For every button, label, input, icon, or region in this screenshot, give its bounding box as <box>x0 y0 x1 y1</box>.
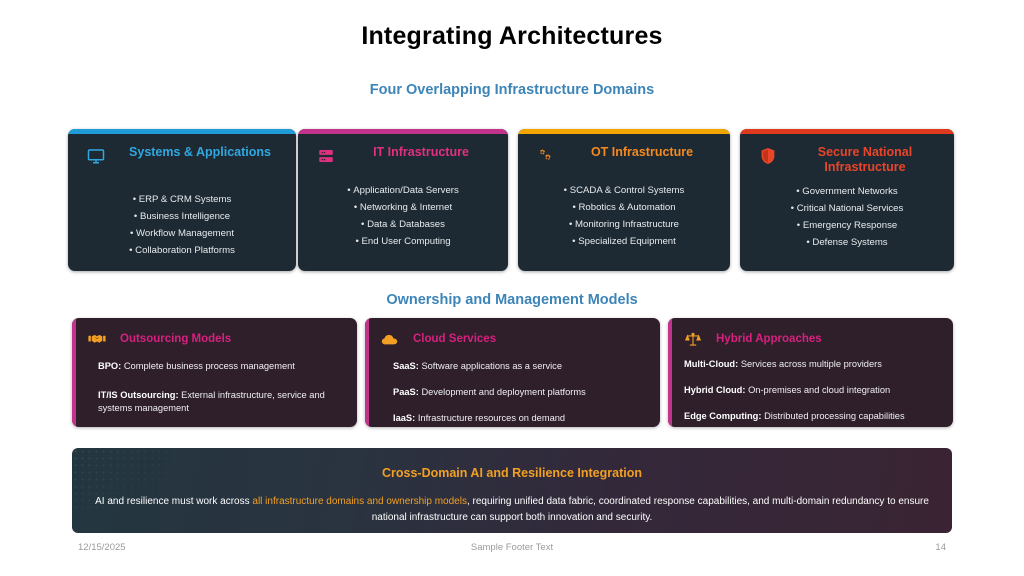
list-item: Specialized Equipment <box>528 233 720 250</box>
definition-desc: Complete business process management <box>123 361 295 371</box>
card-accent-bar <box>68 129 296 134</box>
card-accent-bar <box>72 318 76 427</box>
page-title: Integrating Architectures <box>361 22 663 50</box>
list-item: Application/Data Servers <box>308 182 498 199</box>
definition-desc: Distributed processing capabilities <box>764 411 905 421</box>
list-item: SCADA & Control Systems <box>528 182 720 199</box>
cloud-icon <box>381 331 399 347</box>
definition-line: PaaS: Development and deployment platfor… <box>379 386 648 399</box>
card-bullet-list: ERP & CRM Systems Business Intelligence … <box>68 191 296 259</box>
card-accent-bar <box>365 318 369 427</box>
domain-card-ot-infrastructure[interactable]: OT Infrastructure SCADA & Control System… <box>518 129 730 271</box>
gears-icon <box>536 146 556 166</box>
definition-term: Hybrid Cloud: <box>684 385 746 395</box>
list-item: Data & Databases <box>308 216 498 233</box>
list-item: End User Computing <box>308 233 498 250</box>
card-body: Multi-Cloud: Services across multiple pr… <box>682 358 941 423</box>
definition-term: Multi-Cloud: <box>684 359 739 369</box>
definition-desc: Software applications as a service <box>421 361 562 371</box>
definition-term: PaaS: <box>393 387 419 397</box>
handshake-icon <box>88 331 106 347</box>
definition-term: IT/IS Outsourcing: <box>98 390 179 400</box>
ownership-card-hybrid-approaches[interactable]: Hybrid Approaches Multi-Cloud: Services … <box>668 318 953 427</box>
card-title: Systems & Applications <box>129 145 271 159</box>
card-title: OT Infrastructure <box>590 145 694 159</box>
card-header: IT Infrastructure <box>298 129 508 173</box>
ownership-card-outsourcing-models[interactable]: Outsourcing Models BPO: Complete busines… <box>72 318 357 427</box>
definition-line: SaaS: Software applications as a service <box>379 360 648 373</box>
list-item: Workflow Management <box>78 225 286 242</box>
definition-term: BPO: <box>98 361 122 371</box>
banner-title: Cross-Domain AI and Resilience Integrati… <box>381 466 642 480</box>
definition-desc: Infrastructure resources on demand <box>417 413 566 423</box>
card-accent-bar <box>740 129 954 134</box>
banner-text-after: , requiring unified data fabric, coordin… <box>371 496 929 523</box>
card-bullet-list: Application/Data Servers Networking & In… <box>298 182 508 250</box>
card-bullet-list: SCADA & Control Systems Robotics & Autom… <box>518 182 730 250</box>
card-title: Hybrid Approaches <box>716 333 822 345</box>
card-title: Outsourcing Models <box>120 333 232 345</box>
card-body: SaaS: Software applications as a service… <box>379 360 648 425</box>
definition-desc: On-premises and cloud integration <box>748 385 891 395</box>
card-header: Hybrid Approaches <box>684 331 822 347</box>
definition-line: Edge Computing: Distributed processing c… <box>682 410 941 423</box>
card-body: BPO: Complete business process managemen… <box>86 360 345 415</box>
card-accent-bar <box>298 129 508 134</box>
card-title: IT Infrastructure <box>373 145 469 159</box>
balance-scales-icon <box>684 331 702 347</box>
domains-section-heading: Four Overlapping Infrastructure Domains <box>369 82 655 98</box>
list-item: Business Intelligence <box>78 208 286 225</box>
footer-text: Sample Footer Text <box>470 542 554 553</box>
card-header: Cloud Services <box>381 331 496 347</box>
ownership-card-cloud-services[interactable]: Cloud Services SaaS: Software applicatio… <box>365 318 660 427</box>
shield-icon <box>758 146 778 166</box>
server-rack-icon <box>316 146 336 166</box>
definition-term: Edge Computing: <box>684 411 762 421</box>
list-item: Critical National Services <box>750 200 944 217</box>
domain-card-secure-national-infrastructure[interactable]: Secure National Infrastructure Governmen… <box>740 129 954 271</box>
definition-term: IaaS: <box>393 413 416 423</box>
list-item: Government Networks <box>750 183 944 200</box>
list-item: Networking & Internet <box>308 199 498 216</box>
list-item: Monitoring Infrastructure <box>528 216 720 233</box>
card-header: Outsourcing Models <box>88 331 231 347</box>
list-item: Emergency Response <box>750 217 944 234</box>
definition-term: SaaS: <box>393 361 419 371</box>
footer-page-number: 14 <box>935 542 946 553</box>
definition-line: Multi-Cloud: Services across multiple pr… <box>682 358 941 371</box>
card-header: Secure National Infrastructure <box>740 129 954 174</box>
banner-text: AI and resilience must work across all i… <box>94 494 930 526</box>
definition-desc: Services across multiple providers <box>740 359 882 369</box>
monitor-icon <box>86 146 106 166</box>
domain-card-systems-applications[interactable]: Systems & Applications ERP & CRM Systems… <box>68 129 296 271</box>
domain-card-it-infrastructure[interactable]: IT Infrastructure Application/Data Serve… <box>298 129 508 271</box>
banner-text-highlight: all infrastructure domains and ownership… <box>252 496 467 507</box>
card-title: Secure National Infrastructure <box>817 145 913 174</box>
definition-line: IaaS: Infrastructure resources on demand <box>379 412 648 425</box>
footer-date: 12/15/2025 <box>78 542 126 553</box>
definition-desc: External infrastructure, service and sys… <box>98 390 325 413</box>
card-header: OT Infrastructure <box>518 129 730 173</box>
card-accent-bar <box>518 129 730 134</box>
list-item: Defense Systems <box>750 234 944 251</box>
list-item: Robotics & Automation <box>528 199 720 216</box>
definition-line: Hybrid Cloud: On-premises and cloud inte… <box>682 384 941 397</box>
dot-pattern-decoration <box>72 448 232 508</box>
card-header: Systems & Applications <box>68 129 296 173</box>
definition-line: BPO: Complete business process managemen… <box>86 360 345 373</box>
definition-desc: Development and deployment platforms <box>421 387 586 397</box>
cross-domain-banner: Cross-Domain AI and Resilience Integrati… <box>72 448 952 533</box>
card-bullet-list: Government Networks Critical National Se… <box>740 183 954 251</box>
list-item: ERP & CRM Systems <box>78 191 286 208</box>
card-title: Cloud Services <box>413 333 497 345</box>
banner-text-before: AI and resilience must work across <box>95 496 250 507</box>
definition-line: IT/IS Outsourcing: External infrastructu… <box>86 389 345 415</box>
card-accent-bar <box>668 318 672 427</box>
ownership-section-heading: Ownership and Management Models <box>386 292 638 308</box>
list-item: Collaboration Platforms <box>78 242 286 259</box>
